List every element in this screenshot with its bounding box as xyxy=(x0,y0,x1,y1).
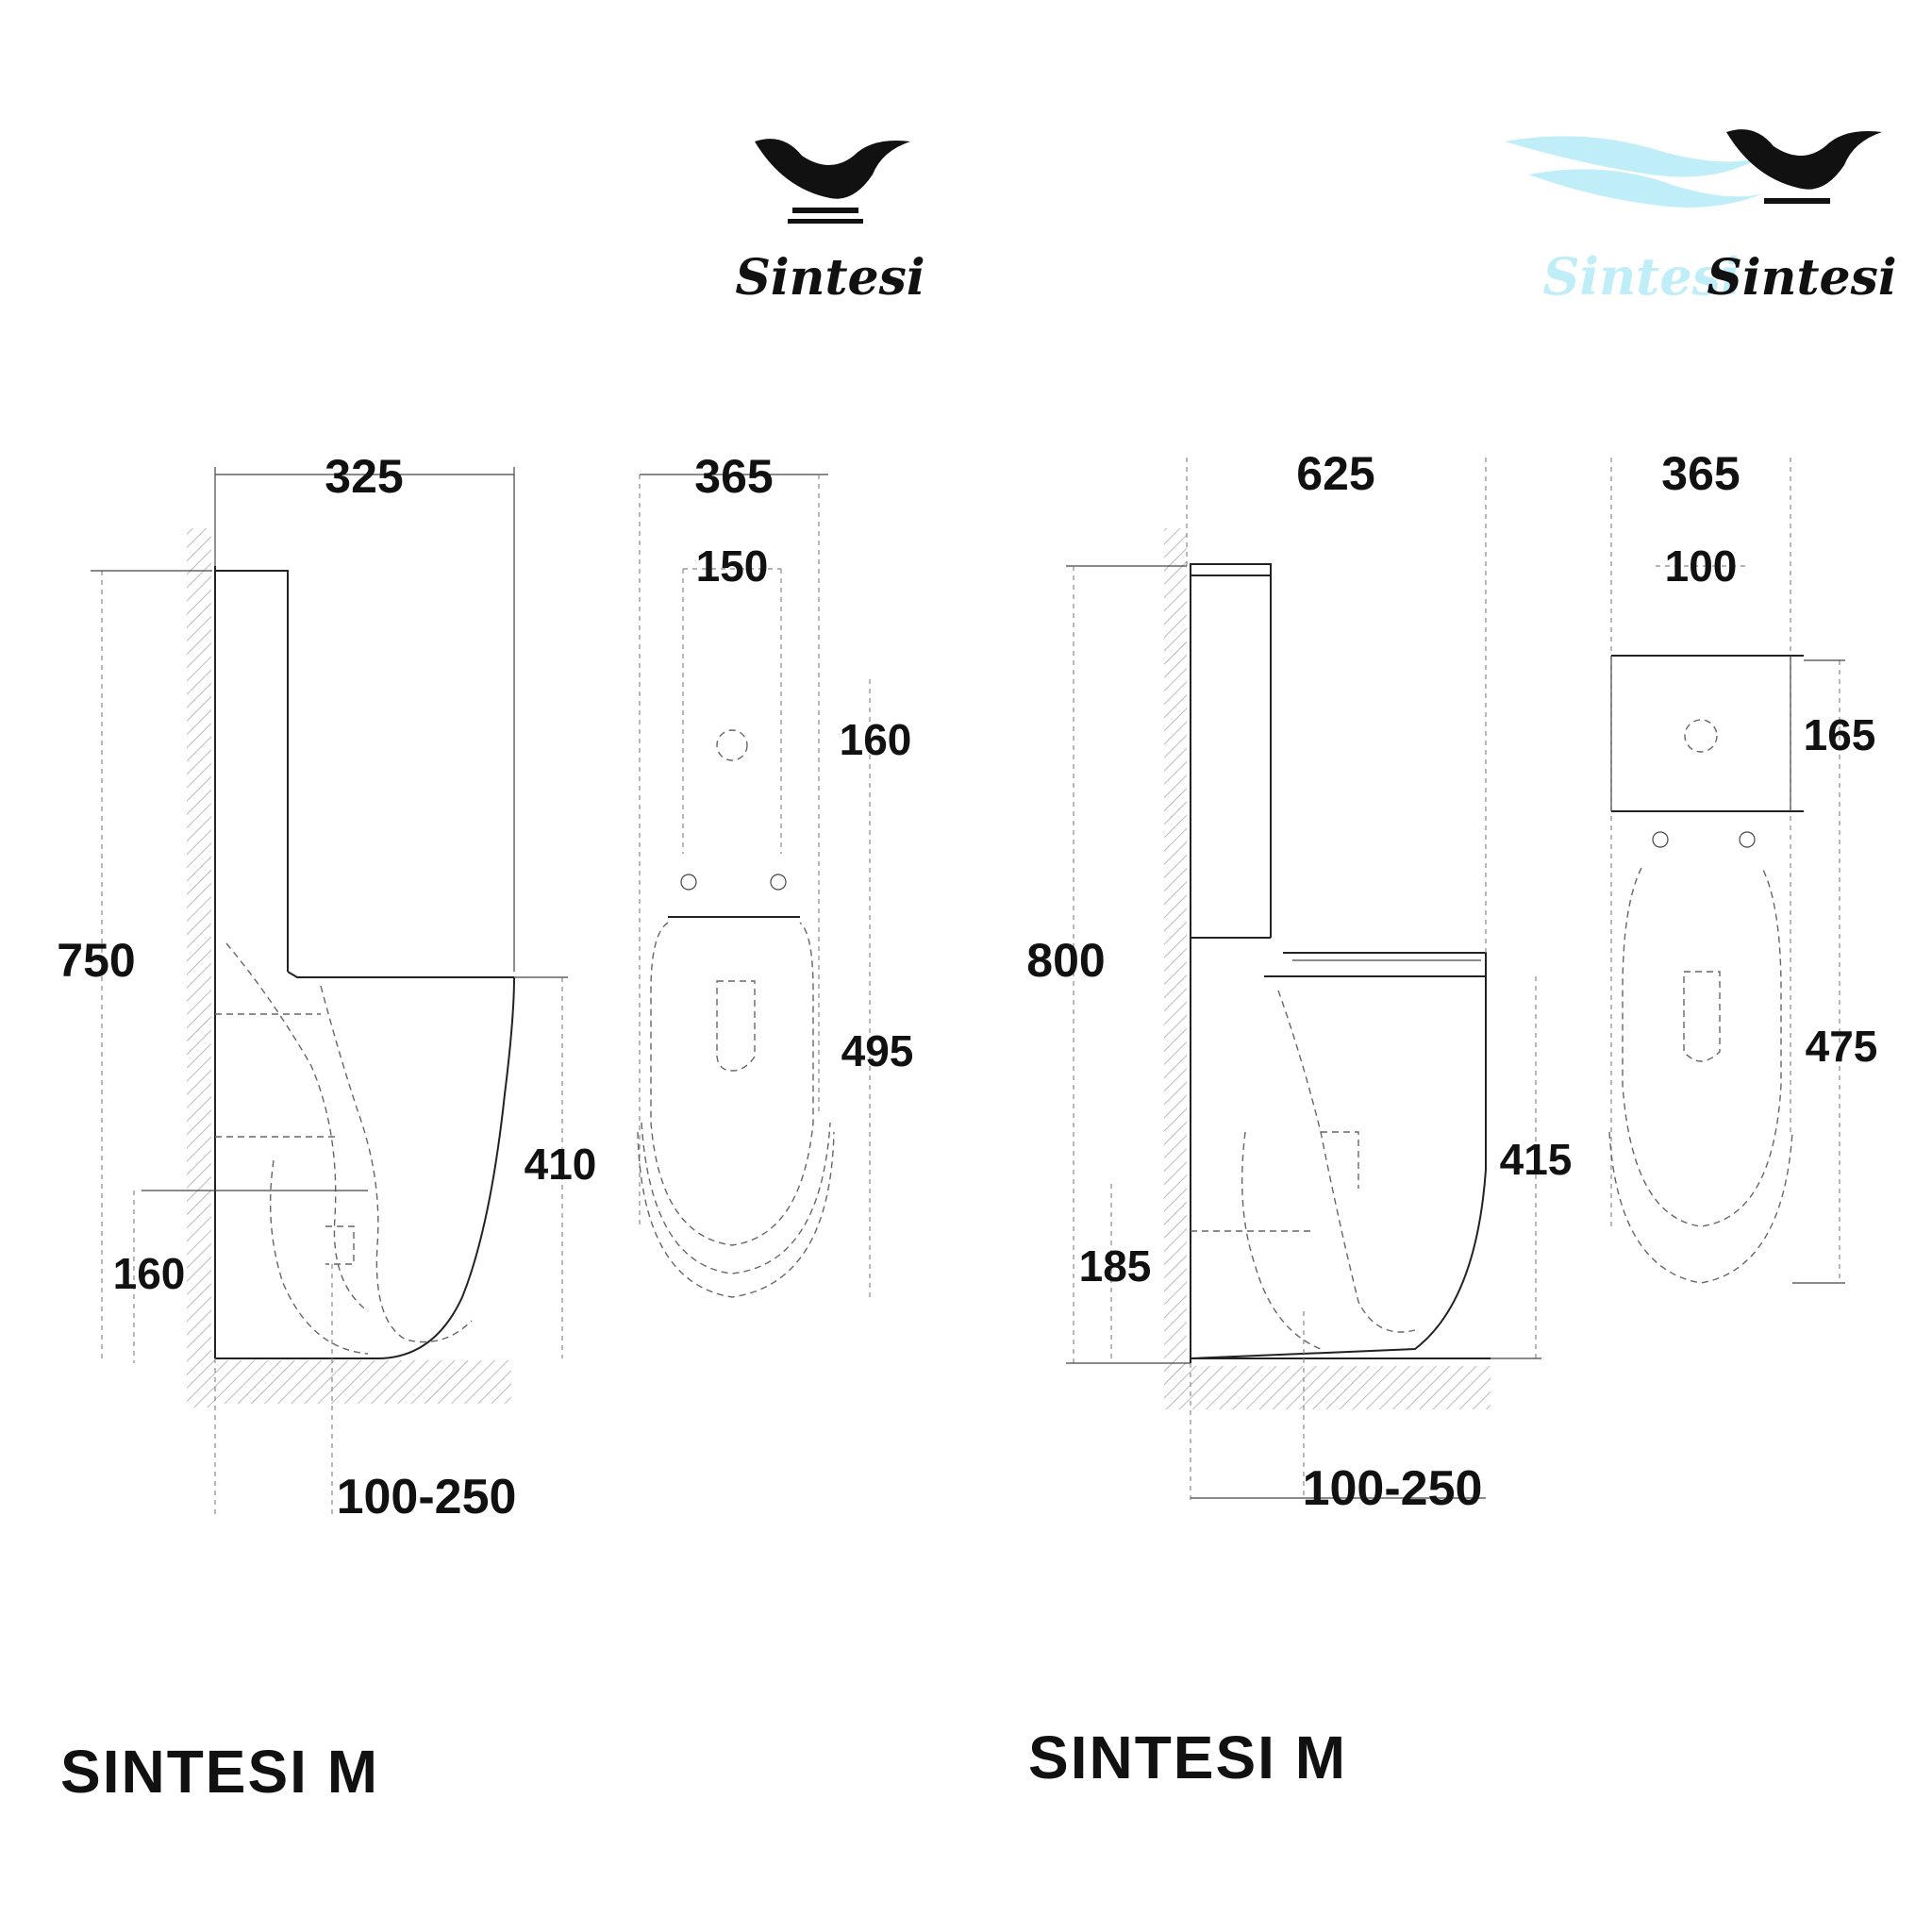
dim-tank-width: 150 xyxy=(696,541,769,591)
logo-wordmark-faded: Sintesi xyxy=(1543,246,1740,307)
dim-tank-depth: 165 xyxy=(1804,710,1876,759)
dim-roughin: 100-250 xyxy=(337,1470,517,1524)
dim-height: 750 xyxy=(57,934,135,987)
dim-seat-height: 410 xyxy=(525,1140,597,1189)
dim-seat-height: 415 xyxy=(1500,1135,1573,1184)
dim-tank-depth: 160 xyxy=(840,715,912,764)
dim-outlet-height: 185 xyxy=(1079,1241,1152,1291)
dim-bowl-depth: 475 xyxy=(1806,1022,1878,1071)
logo-wordmark: Sintesi xyxy=(735,249,924,307)
logo-wordmark: Sintesi xyxy=(1707,249,1896,307)
brand-logo-right: Sintesi Sintesi xyxy=(1505,129,1897,307)
dim-height: 800 xyxy=(1026,934,1105,987)
flush-button-icon xyxy=(1684,719,1718,753)
dim-bowl-depth: 495 xyxy=(841,1026,914,1075)
wall-hatch xyxy=(187,528,211,1407)
dim-width: 325 xyxy=(325,450,403,503)
dim-outlet-height: 160 xyxy=(113,1249,186,1298)
bird-mark-icon xyxy=(755,139,910,199)
right-model-top-view: 365 100 165 475 xyxy=(1608,447,1878,1284)
dim-top-width: 365 xyxy=(694,450,773,503)
brand-logo-left: Sintesi xyxy=(735,139,925,307)
right-model-side-view: 625 800 185 415 100-250 xyxy=(1026,447,1572,1516)
flush-button-icon xyxy=(716,729,748,761)
right-model-label: SINTESI M xyxy=(1028,1724,1347,1791)
wave-mark-icon xyxy=(1505,136,1764,177)
left-model-side-view: 325 750 160 410 100-250 xyxy=(57,450,596,1524)
left-model-label: SINTESI M xyxy=(60,1738,379,1806)
wall-hatch xyxy=(1164,528,1187,1370)
dim-roughin: 100-250 xyxy=(1303,1461,1483,1516)
left-model-top-view: 365 150 160 495 xyxy=(637,450,914,1298)
floor-hatch xyxy=(1164,1366,1491,1409)
floor-hatch xyxy=(211,1360,511,1404)
dim-top-width: 365 xyxy=(1661,447,1740,500)
dim-tank-width: 100 xyxy=(1665,541,1738,591)
bird-mark-icon xyxy=(1726,129,1882,190)
dim-width: 625 xyxy=(1296,447,1374,500)
